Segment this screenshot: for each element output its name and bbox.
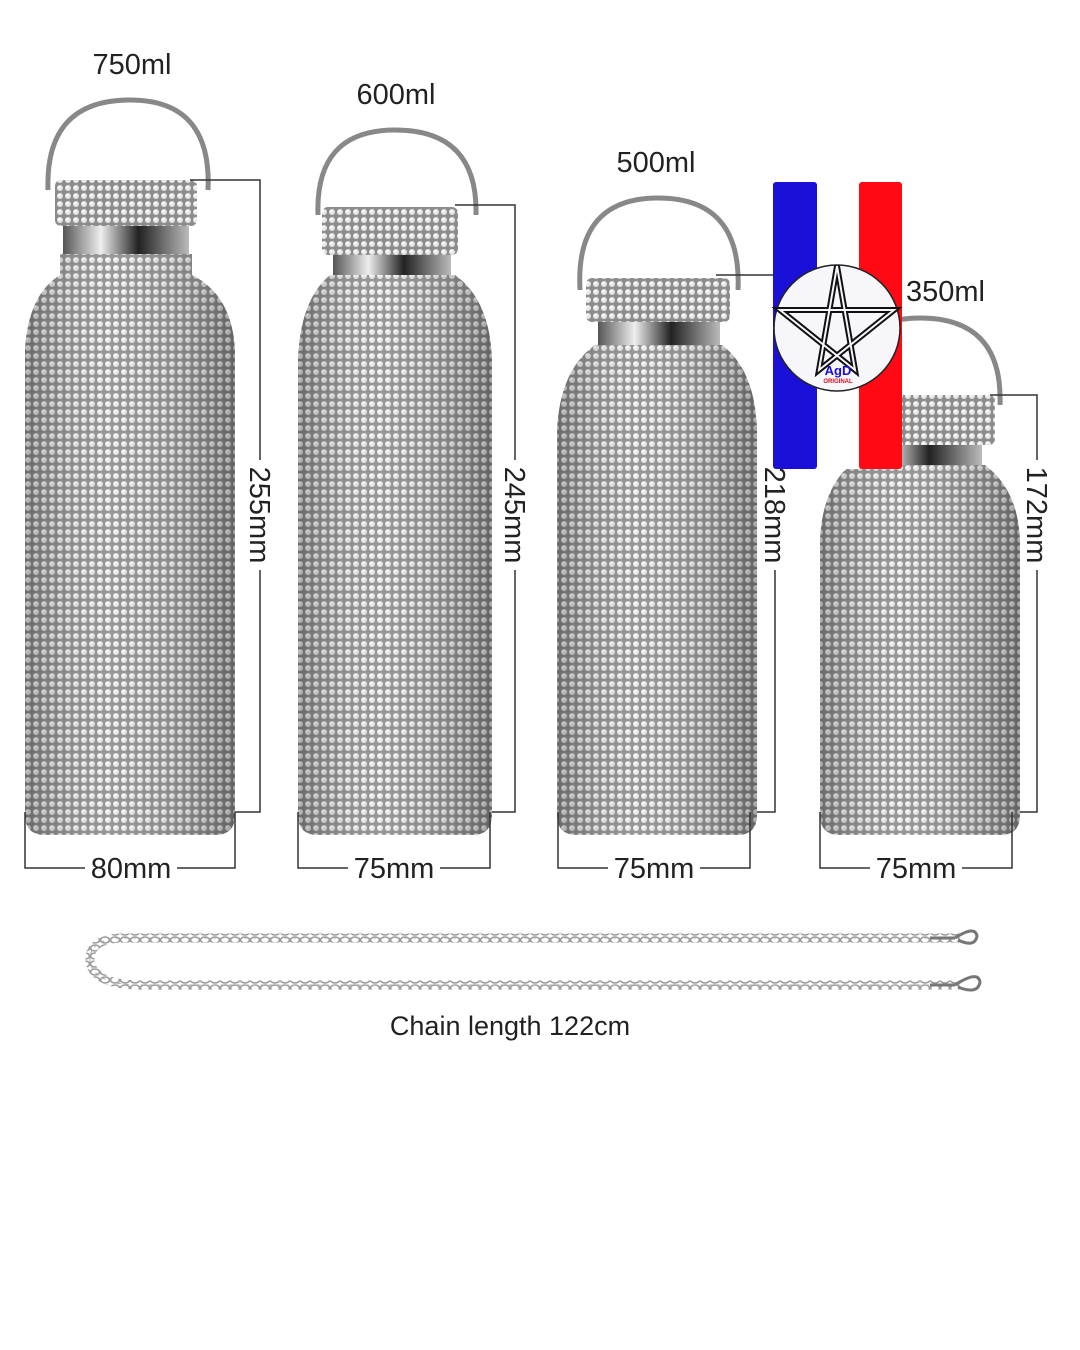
logo-subtext: ORIGINAL (823, 379, 853, 385)
chain (85, 929, 982, 992)
clasp-icon (930, 929, 979, 945)
diameter-label: 80mm (91, 853, 172, 885)
bottle-600ml (298, 127, 492, 835)
diameter-label: 75mm (354, 853, 435, 885)
bottle-750ml (25, 97, 235, 835)
height-label: 172mm (1020, 467, 1052, 564)
height-label: 255mm (243, 467, 275, 564)
diameter-label: 75mm (876, 853, 957, 885)
bottle-500ml (557, 195, 757, 835)
chain-length-label: Chain length 122cm (390, 1011, 630, 1041)
agd-logo: AgD ORIGINAL (771, 182, 903, 469)
bottle-350ml (820, 315, 1020, 835)
capacity-label: 600ml (357, 79, 436, 111)
capacity-label: 750ml (93, 49, 172, 81)
clasp-icon (930, 975, 982, 992)
height-label: 218mm (758, 467, 790, 564)
capacity-label: 500ml (617, 147, 696, 179)
capacity-label: 350ml (906, 276, 985, 308)
logo-text: AgD (825, 363, 852, 378)
diameter-label: 75mm (614, 853, 695, 885)
height-label: 245mm (498, 467, 530, 564)
